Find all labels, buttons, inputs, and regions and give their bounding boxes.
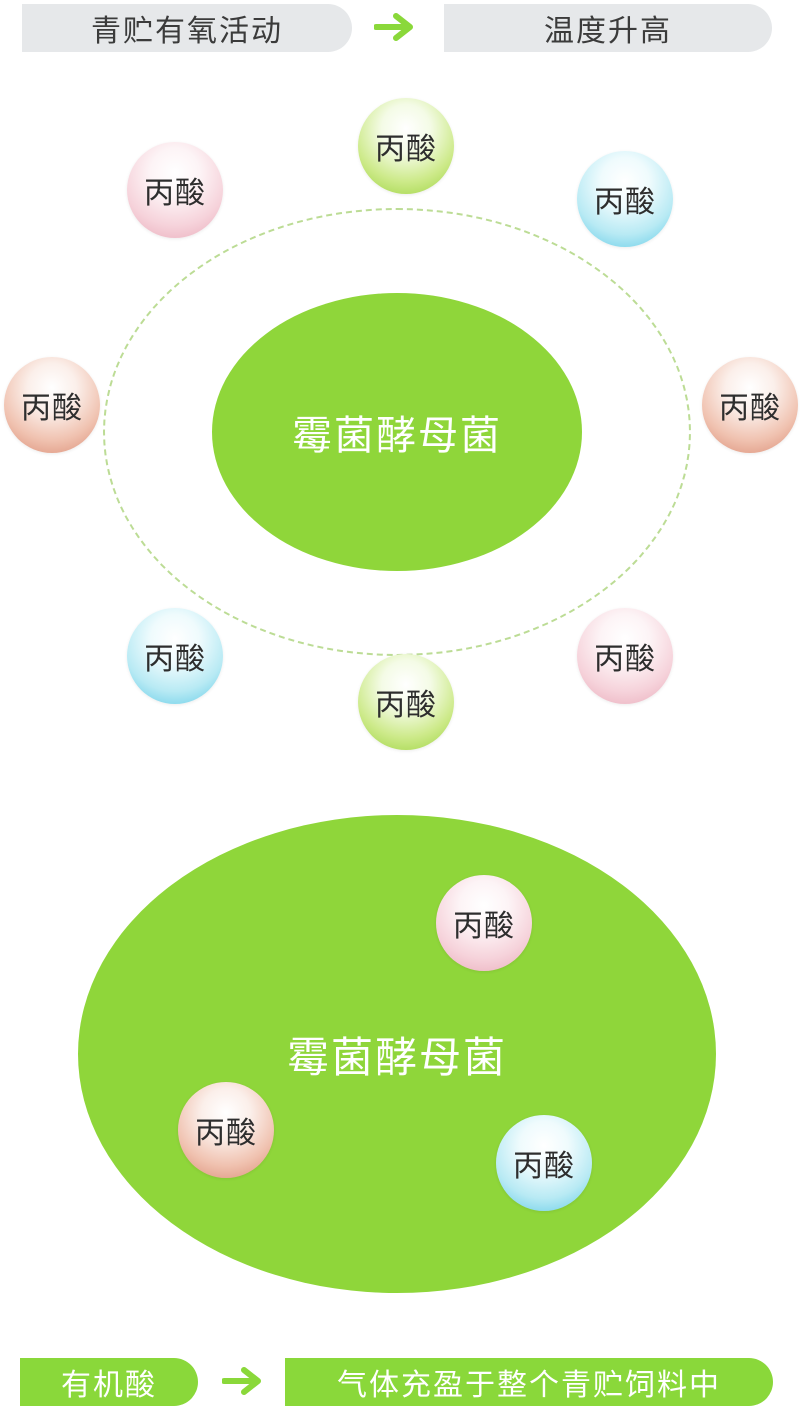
propionic-acid-particle: 丙酸 (4, 357, 100, 453)
propionic-acid-particle: 丙酸 (702, 357, 798, 453)
propionic-acid-particle: 丙酸 (178, 1082, 274, 1178)
arrow-right-icon (374, 13, 413, 41)
propionic-acid-particle: 丙酸 (127, 142, 223, 238)
propionic-acid-particle: 丙酸 (496, 1115, 592, 1211)
propionic-acid-particle: 丙酸 (577, 151, 673, 247)
propionic-acid-particle: 丙酸 (577, 608, 673, 704)
upper-mold-yeast-blob: 霉菌酵母菌 (212, 293, 582, 571)
propionic-acid-particle: 丙酸 (127, 608, 223, 704)
bottom-left-label: 有机酸 (20, 1358, 198, 1406)
propionic-acid-particle: 丙酸 (436, 875, 532, 971)
top-right-label: 温度升高 (444, 4, 772, 52)
propionic-acid-particle: 丙酸 (358, 98, 454, 194)
top-left-label: 青贮有氧活动 (22, 4, 352, 52)
arrow-right-icon (222, 1367, 261, 1395)
lower-mold-yeast-blob: 霉菌酵母菌 (78, 815, 716, 1293)
bottom-right-label: 气体充盈于整个青贮饲料中 (285, 1358, 773, 1406)
propionic-acid-particle: 丙酸 (358, 654, 454, 750)
